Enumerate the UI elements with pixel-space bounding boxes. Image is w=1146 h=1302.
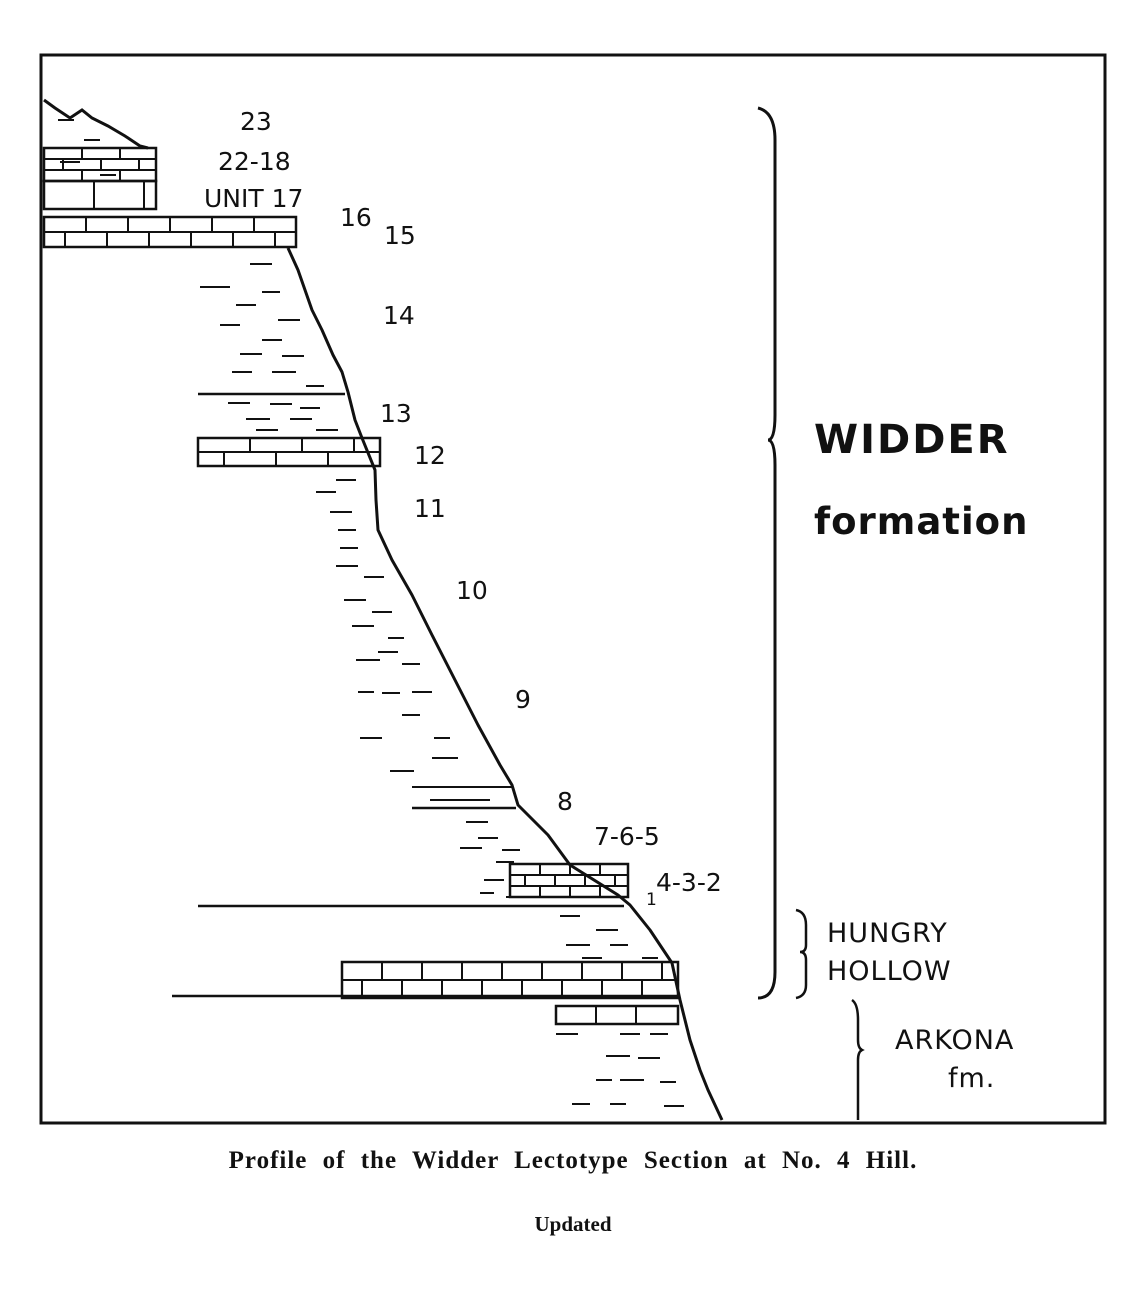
limestone-cap-block	[44, 181, 156, 209]
widder-brace	[758, 108, 775, 998]
unit-label-15: 15	[384, 221, 416, 250]
figure-caption: Profile of the Widder Lectotype Section …	[0, 1147, 1146, 1175]
hungry-hollow-label-line2: HOLLOW	[827, 956, 952, 987]
unit-label-16: 16	[340, 203, 372, 232]
strata-layers	[44, 120, 684, 1106]
unit-label-1: 1	[646, 890, 657, 910]
unit-label-7-6-5: 7-6-5	[594, 822, 660, 851]
unit-label-14: 14	[383, 301, 415, 330]
unit-label-12: 12	[414, 441, 446, 470]
unit-label-10: 10	[456, 576, 488, 605]
unit-label-4-3-2: 4-3-2	[656, 868, 722, 897]
unit-label-22-18: 22-18	[218, 147, 291, 176]
hungry-hollow-label-line1: HUNGRY	[827, 918, 948, 949]
unit-label-17: UNIT 17	[204, 184, 303, 213]
unit-label-13: 13	[380, 399, 412, 428]
arkona-brace	[852, 1000, 862, 1120]
arkona-label-line2: fm.	[948, 1063, 995, 1094]
unit-label-23: 23	[240, 107, 272, 136]
widder-formation-type: formation	[814, 500, 1028, 543]
widder-formation-name: WIDDER	[814, 417, 1010, 463]
unit-label-11: 11	[414, 494, 446, 523]
updated-note: Updated	[0, 1212, 1146, 1237]
cliff-profile-line	[288, 248, 722, 1120]
hungry-hollow-brace	[796, 910, 806, 998]
unit-label-8: 8	[557, 787, 573, 816]
unit-label-9: 9	[515, 685, 531, 714]
arkona-label-line1: ARKONA	[895, 1025, 1014, 1056]
limestone-arkona-upper	[556, 1006, 678, 1024]
